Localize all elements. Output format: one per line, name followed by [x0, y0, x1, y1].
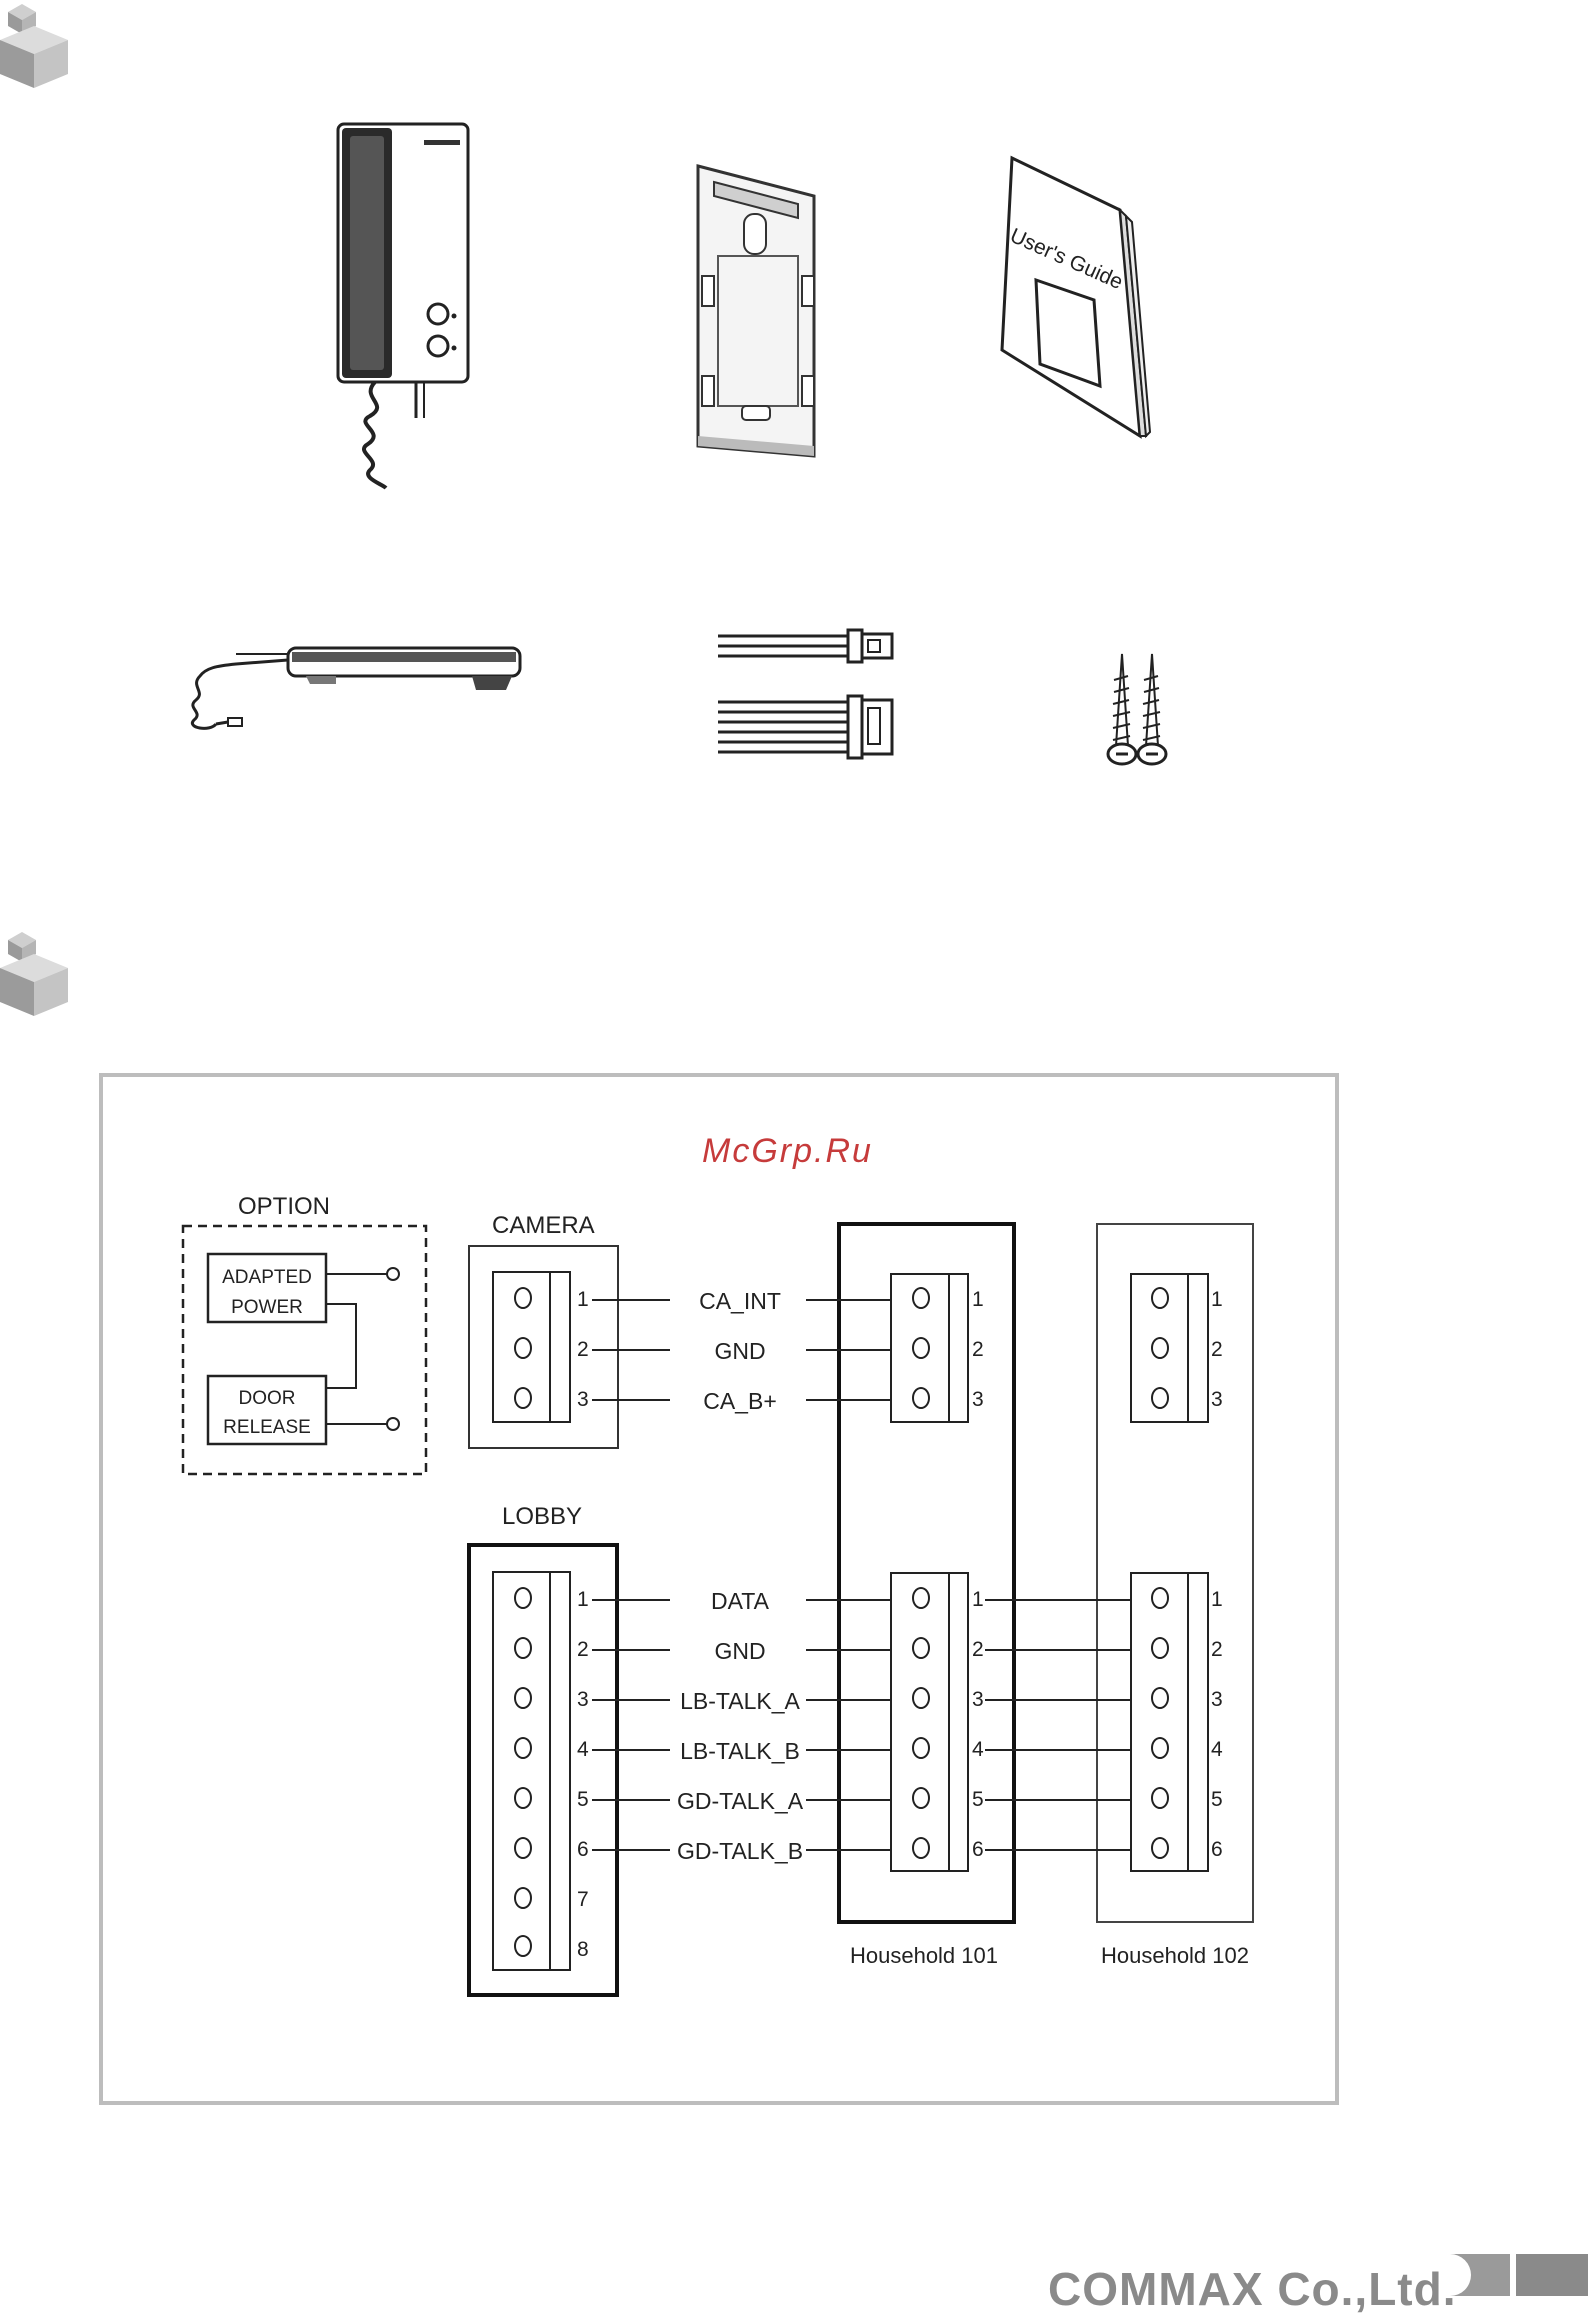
pin-number: 1 [577, 1288, 589, 1311]
signal-label: GND [714, 1638, 765, 1664]
pin-number: 1 [1211, 1588, 1223, 1611]
pin-number: 2 [577, 1638, 589, 1661]
pin-number: 1 [972, 1588, 984, 1611]
household-102-label: Household 102 [1101, 1943, 1249, 1968]
pin-number: 1 [972, 1288, 984, 1311]
pin-number: 1 [1211, 1288, 1223, 1311]
pin-number: 3 [577, 1688, 589, 1711]
adapted-power-line1: ADAPTED [222, 1267, 312, 1288]
adapted-power-line2: POWER [231, 1297, 303, 1318]
door-release-line1: DOOR [239, 1388, 296, 1409]
pin-number: 1 [577, 1588, 589, 1611]
signal-label: GD-TALK_A [677, 1788, 804, 1814]
signal-label: LB-TALK_B [680, 1738, 800, 1764]
household-101-label: Household 101 [850, 1943, 998, 1968]
footer-company-name: COMMAX Co.,Ltd. [1048, 2262, 1457, 2316]
pin-number: 6 [577, 1838, 589, 1861]
pin-number: 4 [972, 1738, 984, 1761]
pin-number: 7 [577, 1888, 589, 1911]
pin-number: 5 [577, 1788, 589, 1811]
pin-number: 3 [972, 1388, 984, 1411]
watermark: McGrp.Ru [702, 1132, 873, 1170]
pin-number: 4 [577, 1738, 589, 1761]
signal-label: DATA [711, 1588, 770, 1614]
option-label: OPTION [238, 1193, 330, 1220]
pin-number: 3 [577, 1388, 589, 1411]
pin-number: 5 [1211, 1788, 1223, 1811]
pin-number: 5 [972, 1788, 984, 1811]
camera-label: CAMERA [492, 1212, 595, 1239]
signal-label: LB-TALK_A [680, 1688, 800, 1714]
pin-number: 2 [1211, 1338, 1223, 1361]
pin-number: 6 [972, 1838, 984, 1861]
pin-number: 4 [1211, 1738, 1223, 1761]
pin-number: 2 [972, 1638, 984, 1661]
signal-label: CA_B+ [703, 1388, 777, 1414]
signal-label: GD-TALK_B [677, 1838, 803, 1864]
door-release-line2: RELEASE [223, 1417, 311, 1438]
signal-label: GND [714, 1338, 765, 1364]
pin-number: 3 [1211, 1388, 1223, 1411]
pin-number: 3 [1211, 1688, 1223, 1711]
pin-number: 3 [972, 1688, 984, 1711]
lobby-label: LOBBY [502, 1503, 582, 1530]
pin-number: 2 [972, 1338, 984, 1361]
pin-number: 2 [577, 1338, 589, 1361]
pin-number: 2 [1211, 1638, 1223, 1661]
pin-number: 6 [1211, 1838, 1223, 1861]
pin-number: 8 [577, 1938, 589, 1961]
signal-label: CA_INT [699, 1288, 781, 1314]
